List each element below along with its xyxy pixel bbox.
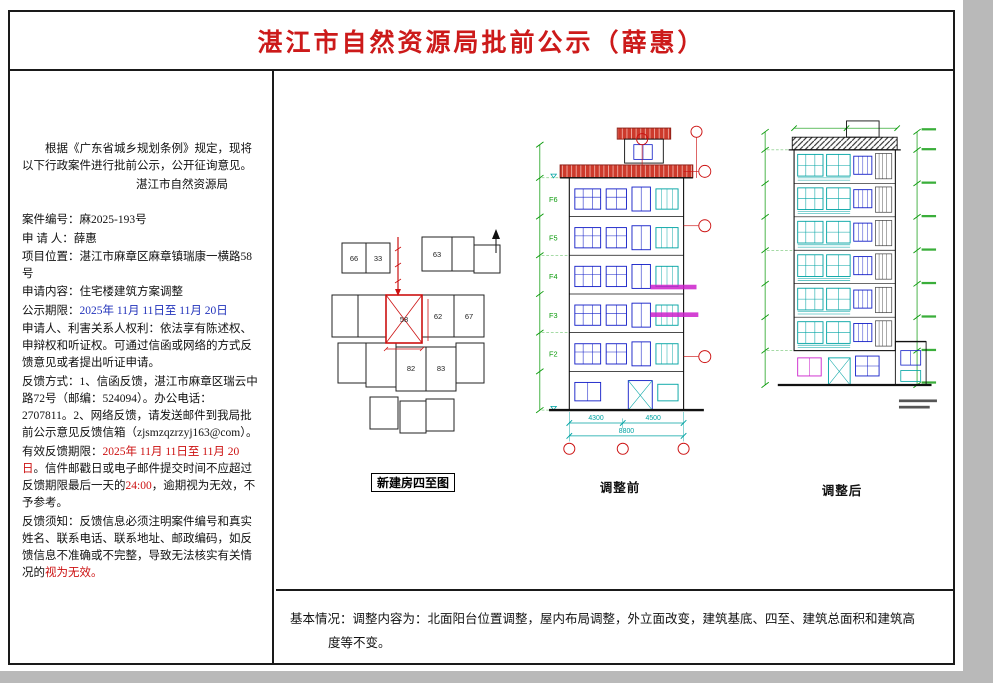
after-top-dimension bbox=[791, 125, 901, 132]
site-plan-drawing: 66 33 63 58 62 67 82 83 bbox=[331, 229, 501, 434]
parcel-label-subject: 58 bbox=[400, 315, 408, 324]
valid-period-deadline-time: 24:00 bbox=[125, 480, 152, 492]
before-bottom-dimensions bbox=[566, 411, 687, 442]
parcel-label: 83 bbox=[437, 364, 445, 373]
before-ground-floor bbox=[574, 380, 679, 411]
north-arrow-icon bbox=[492, 229, 500, 253]
valid-period-paragraph: 有效反馈期限：2025年 11月 11日至 11月 20日。信件邮戳日或电子邮件… bbox=[22, 444, 262, 512]
rights-paragraph: 申请人、利害关系人权利：依法享有陈述权、申辩权和听证权。可通过信函或网络的方式反… bbox=[22, 323, 252, 369]
before-floor-labels: F6 F5 F4 F3 F2 bbox=[549, 195, 558, 359]
before-label: 调整前 bbox=[599, 481, 641, 495]
notice-text-column: 根据《广东省城乡规划条例》规定，现将以下行政案件进行批前公示，公开征询意见。 湛… bbox=[10, 71, 274, 663]
before-revision-annotations bbox=[650, 284, 699, 317]
before-caption: 调整前 bbox=[514, 477, 726, 496]
notes-invalid: 视为无效。 bbox=[45, 567, 103, 579]
drawings-panel: 66 33 63 58 62 67 82 83 新建房四至图 bbox=[276, 71, 953, 591]
before-level-marks bbox=[550, 173, 558, 411]
period-label: 公示期限： bbox=[22, 304, 80, 317]
parcel-labels: 66 33 63 58 62 67 82 83 bbox=[350, 250, 473, 373]
document-paper: 湛江市自然资源局批前公示（薛惠） 根据《广东省城乡规划条例》规定，现将以下行政案… bbox=[0, 0, 963, 671]
after-left-dimension-chain bbox=[761, 128, 795, 389]
case-number-value: 麻2025-193号 bbox=[79, 214, 147, 226]
before-axis-bubbles bbox=[636, 125, 712, 364]
content-label: 申请内容： bbox=[22, 286, 80, 298]
case-number-line: 案件编号：麻2025-193号 bbox=[22, 212, 262, 229]
valid-period-label: 有效反馈期限： bbox=[22, 446, 103, 458]
after-note-annotations bbox=[898, 399, 937, 409]
notes-main: 反馈须知：反馈信息必须注明案件编号和真实姓名、联系电话、联系地址、邮政编码，如反… bbox=[22, 516, 252, 579]
parcel-label: 82 bbox=[407, 364, 415, 373]
before-grid-bubbles bbox=[563, 442, 690, 455]
after-caption: 调整后 bbox=[738, 480, 946, 499]
site-red-dimensions bbox=[383, 237, 429, 352]
after-building-body bbox=[793, 149, 896, 352]
notice-authority: 湛江市自然资源局 bbox=[136, 179, 228, 191]
elevation-after-drawing bbox=[761, 120, 937, 409]
floor-label: F4 bbox=[549, 272, 558, 281]
case-number-label: 案件编号： bbox=[22, 214, 80, 226]
parcel-label: 67 bbox=[465, 312, 473, 321]
parcel-label: 33 bbox=[374, 254, 382, 263]
period-line: 公示期限：2025年 11月 11日至 11月 20日 bbox=[22, 303, 262, 320]
floor-label: F5 bbox=[549, 233, 558, 242]
applicant-line: 申 请 人：薛惠 bbox=[22, 231, 262, 248]
valid-period-tail: ，逾期视为无效，不予参考。 bbox=[22, 480, 256, 509]
before-dimension-texts: 4300 4500 8800 bbox=[588, 415, 661, 435]
site-parcels bbox=[331, 236, 501, 434]
dimension-total-text: 8800 bbox=[619, 428, 635, 435]
location-value: 湛江市麻章区麻章镇瑞康一横路58号 bbox=[22, 251, 252, 280]
after-annex bbox=[894, 340, 927, 386]
location-line: 项目位置：湛江市麻章区麻章镇瑞康一横路58号 bbox=[22, 249, 262, 282]
content-line: 申请内容：住宅楼建筑方案调整 bbox=[22, 284, 262, 301]
floor-label: F2 bbox=[549, 350, 558, 359]
valid-period-mid: 。信件邮戳日或电子邮件提交时间不应超过反馈期限最后一天的 bbox=[22, 463, 252, 492]
valid-period-dates: 2025年 11月 11日至 11月 20日 bbox=[22, 446, 240, 475]
after-label: 调整后 bbox=[821, 484, 863, 498]
applicant-value: 薛惠 bbox=[73, 232, 97, 245]
site-plan-label: 新建房四至图 bbox=[370, 473, 455, 492]
floor-label: F6 bbox=[549, 195, 558, 204]
after-roof-structure bbox=[788, 120, 901, 151]
before-main-roof bbox=[559, 164, 694, 179]
title-bar: 湛江市自然资源局批前公示（薛惠） bbox=[10, 12, 953, 71]
basic-info-footer: 基本情况：调整内容为：北面阳台位置调整，屋内布局调整，外立面改变，建筑基底、四至… bbox=[276, 591, 953, 663]
before-penthouse bbox=[616, 127, 672, 164]
period-value: 2025年 11月 11日至 11月 20日 bbox=[79, 304, 228, 317]
after-elevation-value-marks bbox=[921, 128, 937, 384]
parcel-label: 62 bbox=[434, 312, 442, 321]
case-info-block: 案件编号：麻2025-193号 申 请 人：薛惠 项目位置：湛江市麻章区麻章镇瑞… bbox=[22, 212, 262, 319]
document-frame: 湛江市自然资源局批前公示（薛惠） 根据《广东省城乡规划条例》规定，现将以下行政案… bbox=[8, 10, 955, 665]
notes-paragraph: 反馈须知：反馈信息必须注明案件编号和真实姓名、联系电话、联系地址、邮政编码，如反… bbox=[22, 514, 262, 582]
parcel-label: 66 bbox=[350, 254, 358, 263]
dimension-text: 4300 bbox=[588, 415, 604, 422]
parcel-label: 63 bbox=[433, 250, 441, 259]
basic-info-text: 基本情况：调整内容为：北面阳台位置调整，屋内布局调整，外立面改变，建筑基底、四至… bbox=[290, 612, 916, 650]
notice-intro: 根据《广东省城乡规划条例》规定，现将以下行政案件进行批前公示，公开征询意见。 bbox=[22, 143, 252, 172]
drawings-region: 66 33 63 58 62 67 82 83 新建房四至图 bbox=[276, 71, 953, 663]
after-ground-floor bbox=[797, 355, 880, 386]
after-right-dimension-chain bbox=[913, 128, 921, 389]
content-value: 住宅楼建筑方案调整 bbox=[79, 286, 184, 298]
applicant-label: 申 请 人： bbox=[22, 232, 74, 245]
location-label: 项目位置： bbox=[22, 251, 80, 263]
floor-label: F3 bbox=[549, 311, 558, 320]
dimension-text: 4500 bbox=[645, 415, 661, 422]
feedback-paragraph: 反馈方式：1、信函反馈，湛江市麻章区瑞云中路72号（邮编：524094）。办公电… bbox=[22, 376, 258, 439]
subject-parcel bbox=[385, 294, 423, 344]
elevation-before-drawing: F6 F5 F4 F3 F2 bbox=[535, 125, 712, 455]
before-building-body bbox=[568, 177, 685, 411]
site-plan-caption: 新建房四至图 bbox=[318, 473, 508, 492]
page-title: 湛江市自然资源局批前公示（薛惠） bbox=[257, 29, 706, 57]
